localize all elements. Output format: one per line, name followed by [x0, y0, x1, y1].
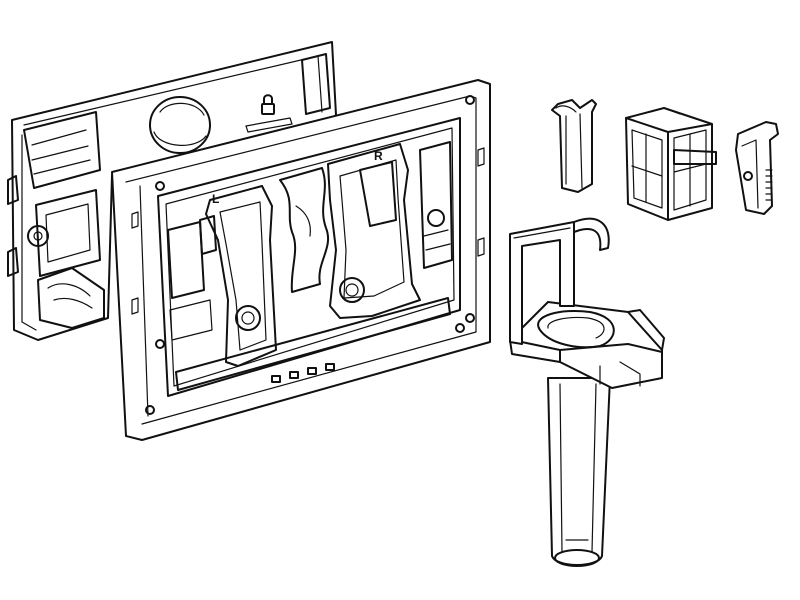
mounting-hole	[145, 95, 475, 415]
extension-tube-holder	[509, 217, 665, 567]
box-connector	[625, 107, 717, 221]
small-bracket	[735, 121, 779, 215]
right-flush-lever: R	[327, 143, 421, 319]
back-actuator-frame	[7, 41, 337, 341]
frame-label-right: R	[374, 149, 383, 163]
bottom-slots	[271, 363, 335, 383]
frame-label-left: L	[212, 192, 219, 206]
lock-icon	[261, 94, 275, 115]
front-mounting-frame: L R	[111, 79, 491, 441]
clip-part	[551, 99, 597, 193]
left-flush-lever: L	[199, 185, 277, 367]
